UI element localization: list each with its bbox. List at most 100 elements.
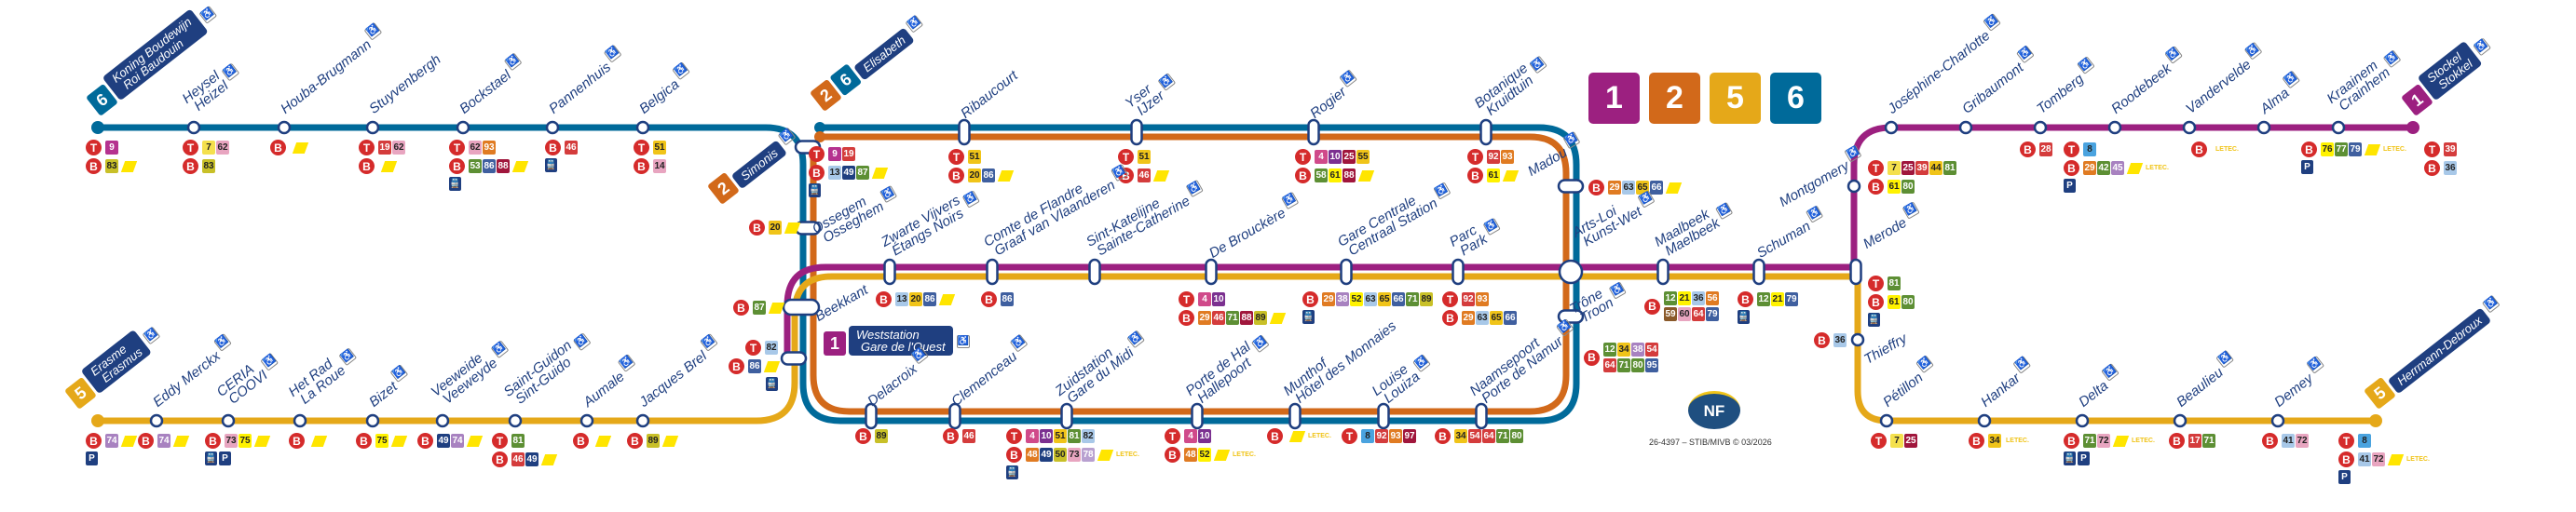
station-marker-petillon[interactable] (1879, 413, 1894, 428)
route-73[interactable]: 73 (1068, 448, 1081, 462)
station-marker-beaulieu[interactable] (2173, 413, 2188, 428)
station-marker-hankar[interactable] (1977, 413, 1992, 428)
route-52[interactable]: 52 (1198, 448, 1211, 462)
route-88[interactable]: 88 (497, 159, 510, 173)
route-71[interactable]: 71 (1617, 358, 1630, 372)
route-78[interactable]: 78 (1082, 448, 1095, 462)
station-marker-veeweide[interactable] (435, 413, 450, 428)
route-25[interactable]: 25 (1901, 161, 1915, 175)
route-66[interactable]: 66 (1504, 311, 1517, 325)
route-4[interactable]: 4 (1026, 429, 1039, 443)
route-82[interactable]: 82 (765, 341, 778, 355)
route-79[interactable]: 79 (2349, 142, 2362, 156)
route-8[interactable]: 8 (2083, 142, 2096, 156)
route-29[interactable]: 29 (1608, 181, 1621, 195)
route-10[interactable]: 10 (1040, 429, 1053, 443)
route-48[interactable]: 48 (1026, 448, 1039, 462)
station-marker-josephine[interactable] (1884, 120, 1899, 135)
route-20[interactable]: 20 (909, 292, 922, 306)
route-76[interactable]: 76 (2321, 142, 2334, 156)
route-13[interactable]: 13 (828, 166, 841, 180)
route-49[interactable]: 49 (525, 452, 538, 466)
route-79[interactable]: 79 (1706, 307, 1719, 321)
route-64[interactable]: 64 (1482, 429, 1495, 443)
route-51[interactable]: 51 (968, 150, 981, 164)
route-7[interactable]: 7 (1888, 161, 1901, 175)
route-36[interactable]: 36 (1692, 291, 1705, 305)
station-marker-namur[interactable] (1475, 402, 1488, 430)
route-46[interactable]: 46 (511, 452, 525, 466)
route-88[interactable]: 88 (1343, 168, 1356, 182)
station-marker-stecath[interactable] (1088, 258, 1101, 286)
route-92[interactable]: 92 (1375, 429, 1388, 443)
route-86[interactable]: 86 (483, 159, 496, 173)
legend-line-2[interactable]: 2 (1649, 73, 1700, 124)
station-marker-artsloi[interactable] (1558, 259, 1584, 285)
route-89[interactable]: 89 (647, 434, 660, 448)
route-51[interactable]: 51 (1054, 429, 1067, 443)
station-marker-beekkant[interactable] (782, 298, 821, 317)
route-41[interactable]: 41 (2282, 434, 2295, 448)
route-4[interactable]: 4 (1315, 150, 1328, 164)
station-marker-demey[interactable] (2270, 413, 2285, 428)
route-89[interactable]: 89 (1420, 292, 1433, 306)
route-38[interactable]: 38 (1336, 292, 1349, 306)
route-56[interactable]: 56 (1706, 291, 1719, 305)
route-61[interactable]: 61 (1888, 295, 1901, 309)
station-marker-eddy[interactable] (149, 413, 164, 428)
station-marker-delta[interactable] (2075, 413, 2090, 428)
route-48[interactable]: 48 (1184, 448, 1197, 462)
station-marker-ceria[interactable] (221, 413, 236, 428)
route-54[interactable]: 54 (1645, 343, 1658, 357)
route-44[interactable]: 44 (1929, 161, 1942, 175)
route-93[interactable]: 93 (1389, 429, 1402, 443)
route-49[interactable]: 49 (842, 166, 855, 180)
station-marker-yser[interactable] (1130, 118, 1143, 146)
route-20[interactable]: 20 (769, 221, 782, 235)
route-46[interactable]: 46 (565, 141, 578, 155)
route-80[interactable]: 80 (1510, 429, 1523, 443)
route-46[interactable]: 46 (1138, 168, 1151, 182)
station-marker-gribaumont[interactable] (1958, 120, 1973, 135)
station-marker-clemenceau[interactable] (948, 402, 961, 430)
station-marker-stuyv[interactable] (365, 120, 380, 135)
legend-line-6[interactable]: 6 (1770, 73, 1821, 124)
route-93[interactable]: 93 (483, 141, 496, 155)
route-93[interactable]: 93 (1501, 150, 1514, 164)
legend-line-5[interactable]: 5 (1710, 73, 1761, 124)
route-38[interactable]: 38 (1631, 343, 1644, 357)
station-marker-belgica[interactable] (635, 120, 650, 135)
legend-line-1[interactable]: 1 (1588, 73, 1640, 124)
route-79[interactable]: 79 (1785, 292, 1798, 306)
route-62[interactable]: 62 (216, 141, 229, 155)
route-71[interactable]: 71 (2083, 434, 2096, 448)
route-82[interactable]: 82 (1082, 429, 1095, 443)
station-marker-thieffry[interactable] (1850, 332, 1865, 347)
station-marker-bizet[interactable] (365, 413, 380, 428)
route-54[interactable]: 54 (1468, 429, 1481, 443)
route-75[interactable]: 75 (239, 434, 252, 448)
station-marker-brouckere[interactable] (1205, 258, 1218, 286)
station-marker-vandervelde[interactable] (2182, 120, 2197, 135)
route-10[interactable]: 10 (1212, 292, 1225, 306)
route-25[interactable]: 25 (1904, 434, 1917, 448)
station-marker-kraainem[interactable] (2331, 120, 2346, 135)
route-36[interactable]: 36 (2444, 161, 2457, 175)
route-20[interactable]: 20 (968, 168, 981, 182)
route-75[interactable]: 75 (375, 434, 388, 448)
route-65[interactable]: 65 (1490, 311, 1503, 325)
route-12[interactable]: 12 (1603, 343, 1616, 357)
route-50[interactable]: 50 (1054, 448, 1067, 462)
route-66[interactable]: 66 (1392, 292, 1405, 306)
station-marker-gdo[interactable] (780, 351, 808, 366)
route-92[interactable]: 92 (1487, 150, 1500, 164)
route-66[interactable]: 66 (1650, 181, 1663, 195)
station-marker-tomberg[interactable] (2033, 120, 2048, 135)
route-81[interactable]: 81 (1943, 161, 1956, 175)
route-25[interactable]: 25 (1343, 150, 1356, 164)
route-60[interactable]: 60 (1678, 307, 1691, 321)
route-17[interactable]: 17 (2188, 434, 2201, 448)
station-marker-parc[interactable] (1452, 258, 1465, 286)
route-71[interactable]: 71 (1226, 311, 1239, 325)
route-19[interactable]: 19 (842, 147, 855, 161)
